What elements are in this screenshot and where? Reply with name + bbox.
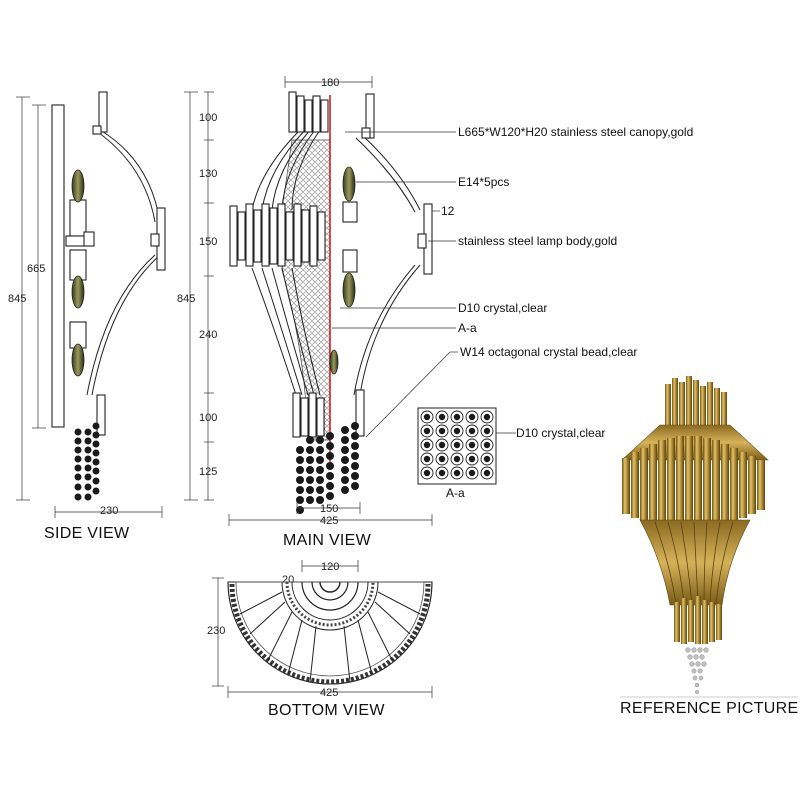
reference-picture: REFERENCE PICTURE — [620, 376, 798, 717]
bulb-icon — [342, 166, 356, 202]
callout-d10: D10 crystal,clear — [458, 301, 547, 315]
rods-left — [251, 129, 321, 396]
bottom-width-425: 425 — [320, 687, 338, 699]
top-tube-cluster — [288, 91, 329, 133]
ref-middle-tubes — [622, 436, 765, 528]
reference-title: REFERENCE PICTURE — [620, 700, 798, 717]
bottom-tube-cluster — [292, 392, 325, 438]
bottom-view: 120 20 230 — [207, 560, 433, 719]
segment-150: 150 — [199, 236, 217, 248]
side-crystal-strands — [74, 422, 100, 501]
bottom-top-120: 120 — [321, 561, 339, 573]
bottom-depth-230: 230 — [207, 625, 225, 637]
side-view: 845 665 — [8, 91, 166, 542]
detail-a-a: D10 crystal,clear A-a — [417, 407, 605, 500]
callout-e14: E14*5pcs — [458, 175, 509, 189]
bulb-icon — [71, 275, 85, 309]
ref-top-tubes — [665, 376, 727, 428]
segment-100-top: 100 — [199, 112, 217, 124]
main-crystal-strands — [296, 422, 359, 514]
side-width-230: 230 — [100, 505, 118, 517]
bulb-icon — [71, 343, 85, 377]
detail-label: A-a — [446, 486, 465, 500]
side-view-title: SIDE VIEW — [44, 525, 130, 542]
callout-lamp-body: stainless steel lamp body,gold — [458, 234, 617, 248]
main-bottom-width-150: 150 — [320, 503, 338, 515]
segment-130: 130 — [199, 168, 217, 180]
detail-note: D10 crystal,clear — [516, 426, 605, 440]
side-height-845: 845 — [8, 293, 26, 305]
main-view-title: MAIN VIEW — [283, 532, 372, 549]
callout-canopy: L665*W120*H20 stainless steel canopy,gol… — [458, 125, 693, 139]
main-right-lamps — [329, 93, 433, 437]
bottom-view-title: BOTTOM VIEW — [268, 702, 385, 719]
ref-crystal-drops — [685, 647, 709, 695]
bottom-outline — [227, 581, 433, 685]
side-lamp-stack — [65, 169, 95, 377]
offset-12: 12 — [441, 204, 455, 218]
main-top-width-180: 180 — [321, 77, 339, 89]
callout-w14: W14 octagonal crystal bead,clear — [460, 345, 637, 359]
segment-100-bottom: 100 — [199, 412, 217, 424]
bulb-icon — [71, 169, 85, 203]
ref-bottom-tubes — [674, 596, 722, 644]
callout-section-a: A-a — [458, 321, 477, 335]
middle-tube-cluster — [229, 203, 326, 267]
main-overall-width-425: 425 — [320, 515, 338, 527]
main-height-845: 845 — [177, 293, 195, 305]
bulb-icon — [329, 349, 339, 375]
crystal-core — [281, 139, 331, 441]
side-height-665: 665 — [27, 263, 45, 275]
segment-240: 240 — [199, 329, 217, 341]
bulb-icon — [342, 272, 356, 308]
segment-125: 125 — [199, 466, 217, 478]
callout-leaders — [332, 131, 458, 438]
main-view: 180 845 100 130 150 240 100 125 — [177, 76, 693, 549]
bottom-radial-rods — [239, 591, 421, 683]
